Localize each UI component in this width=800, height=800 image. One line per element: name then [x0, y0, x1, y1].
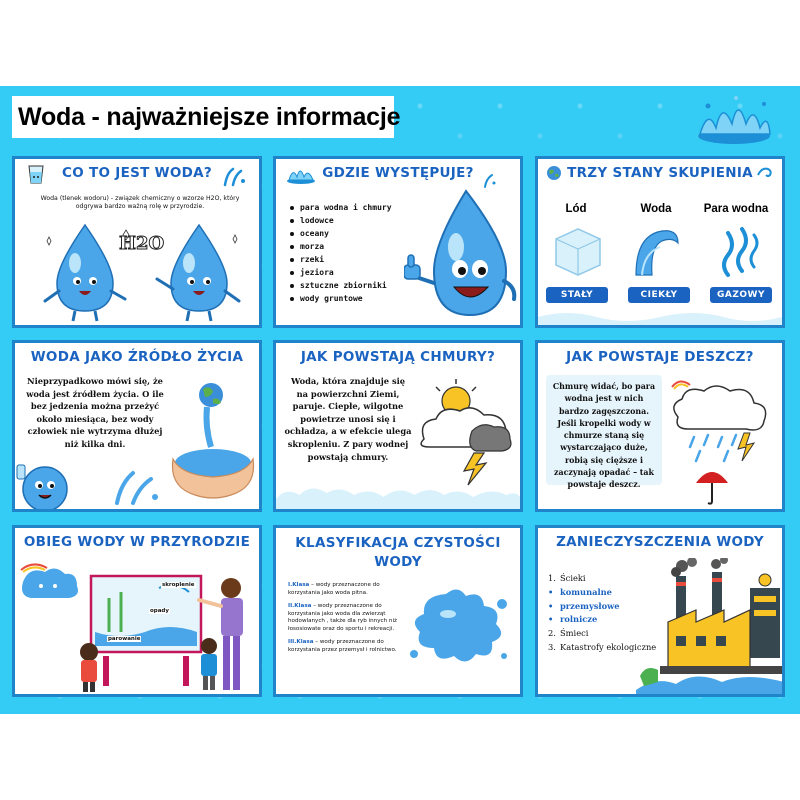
list-item: 3.Katastrofy ekologiczne [548, 641, 657, 652]
rain-cloud-umbrella-illustration [671, 380, 767, 505]
state-label-ice: Lód [565, 203, 587, 215]
purity-class-3: III.Klasa – wody przeznaczone do korzyst… [288, 639, 397, 653]
title-box: Woda - najważniejsze informacje [12, 96, 401, 138]
card-where: GDZIE WYSTĘPUJE? para wodna i chmury lod… [273, 156, 523, 328]
state-tag-gas: GAZOWY [710, 287, 772, 303]
card-title: OBIEG WODY W PRZYRODZIE [23, 534, 251, 550]
state-label-water: Woda [640, 203, 672, 215]
card-title: TRZY STANY SKUPIENIA [567, 165, 753, 181]
cycle-label-condensation: skroplenie [161, 582, 196, 588]
hands-holding-water-illustration [171, 383, 255, 499]
poster-background: Woda - najważniejsze informacje CO TO JE… [0, 86, 800, 714]
list-item: oceany [290, 227, 392, 240]
card-rain: JAK POWSTAJE DESZCZ? Chmurę widać, bo pa… [535, 340, 785, 512]
card-title: KLASYFIKACJA CZYSTOŚCI WODY [295, 535, 501, 570]
purity-classes: I.Klasa – wody przeznaczone do korzystan… [288, 582, 408, 660]
water-splash-icon [484, 174, 496, 188]
state-tag-solid: STAŁY [546, 287, 608, 303]
thumbs-up-drop-mascot-illustration [404, 189, 517, 317]
list-item: rzeki [290, 253, 392, 266]
card-cycle: OBIEG WODY W PRZYRODZIE skroplenie opady… [12, 525, 262, 697]
list-item: 2.Śmieci [548, 628, 589, 639]
card-title: JAK POWSTAJE DESZCZ? [566, 349, 754, 365]
list-item: para wodna i chmury [290, 201, 392, 214]
info-box: Chmurę widać, bo para wodna jest w nich … [546, 375, 662, 489]
card-what-is-water: CO TO JEST WODA? Woda (tlenek wodoru) - … [12, 156, 262, 328]
children-water-cycle-board-illustration [20, 563, 243, 692]
list-item: wody gruntowe [290, 292, 392, 305]
water-splash-icon [223, 167, 245, 187]
list-item: jeziora [290, 266, 392, 279]
card-text: Chmurę widać, bo para wodna jest w nich … [552, 382, 656, 490]
water-drop-characters-illustration [43, 223, 241, 322]
water-splash-icon [115, 471, 158, 505]
purity-class-2: II.Klasa – wody przeznaczone do korzysta… [288, 603, 397, 632]
card-title: ZANIECZYSZCZENIA WODY [556, 534, 764, 550]
card-title: CO TO JEST WODA? [62, 165, 212, 181]
wave-decoration [538, 313, 782, 325]
card-clouds: JAK POWSTAJĄ CHMURY? Woda, która znajduj… [273, 340, 523, 512]
water-splash-icon [698, 96, 771, 144]
purity-class-1: I.Klasa – wody przeznaczone do korzystan… [288, 582, 380, 596]
earth-globe-icon [547, 166, 561, 180]
list-item: lodowce [290, 214, 392, 227]
polluting-factory-illustration [636, 558, 782, 694]
card-life-source: WODA JAKO ŹRÓDŁO ŻYCIA Nieprzypadkowo mó… [12, 340, 262, 512]
card-title: WODA JAKO ŹRÓDŁO ŻYCIA [30, 349, 244, 365]
ice-cube-icon [555, 228, 601, 276]
steam-vapor-icon [722, 227, 759, 277]
state-label-vapor: Para wodna [703, 203, 769, 215]
cloud-decoration [276, 488, 520, 509]
card-pollution: ZANIECZYSZCZENIA WODY 1.Ścieki •komunaln… [535, 525, 785, 697]
water-wave-icon [635, 230, 679, 276]
earth-mascot-illustration [16, 464, 68, 509]
list-item: sztuczne zbiorniki [290, 279, 392, 292]
card-text: Woda (tlenek wodoru) - związek chemiczny… [40, 195, 240, 210]
page-title: Woda - najważniejsze informacje [18, 102, 401, 131]
list-item: morza [290, 240, 392, 253]
state-tag-liquid: CIEKŁY [628, 287, 690, 303]
h2o-formula-text: H2O [118, 233, 165, 255]
cycle-label-evaporation: parowanie [107, 636, 142, 642]
glass-of-water-icon [28, 165, 44, 184]
list-item: •komunalne [548, 586, 612, 597]
card-title: JAK POWSTAJĄ CHMURY? [300, 349, 496, 365]
water-splash-icon [287, 170, 315, 184]
card-text: Nieprzypadkowo mówi się, że woda jest źr… [26, 376, 164, 449]
sun-cloud-lightning-illustration [420, 379, 512, 486]
card-states: TRZY STANY SKUPIENIA Lód Woda Para wodna… [535, 156, 785, 328]
list-item: •przemysłowe [548, 600, 620, 611]
pollution-list: 1.Ścieki •komunalne •przemysłowe •rolnic… [548, 572, 656, 655]
cycle-label-precipitation: opady [149, 608, 170, 614]
card-text: Woda, która znajduje się na powierzchni … [284, 376, 412, 462]
card-purity: KLASYFIKACJA CZYSTOŚCI WODY I.Klasa – wo… [273, 525, 523, 697]
water-splat-illustration [410, 589, 507, 662]
list-item: 1.Ścieki [548, 573, 586, 583]
card-title: GDZIE WYSTĘPUJE? [322, 165, 474, 181]
list-item: •rolnicze [548, 614, 598, 625]
occurrence-list: para wodna i chmury lodowce oceany morza… [290, 201, 392, 305]
wave-icon [757, 167, 772, 177]
